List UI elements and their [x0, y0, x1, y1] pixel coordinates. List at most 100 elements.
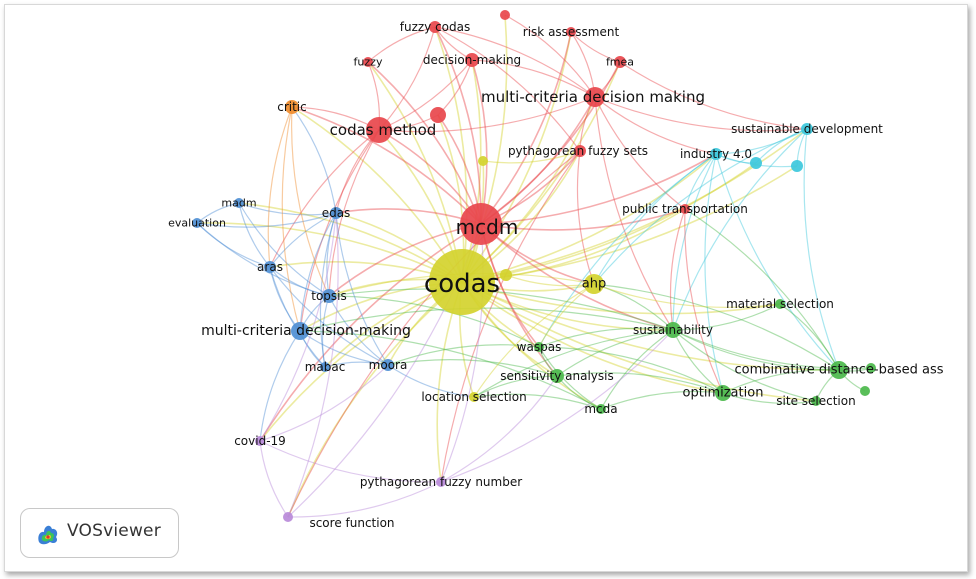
node-yellow-unlabeled-1[interactable]	[478, 156, 488, 166]
label-codas-method[interactable]: codas method	[330, 121, 437, 139]
node-aras[interactable]	[264, 261, 276, 273]
node-mcda[interactable]	[596, 404, 606, 414]
node-material-selection[interactable]	[775, 299, 785, 309]
link-mcdm-to-fmea	[480, 61, 621, 225]
node-waspas[interactable]	[534, 342, 544, 352]
bibliometric-network-map[interactable]: codas mcdm codas method multi-criteria deci…	[5, 5, 967, 571]
node-evaluation[interactable]	[192, 218, 202, 228]
node-codas-method[interactable]	[366, 117, 392, 143]
link-multi-criteria-decision-making-red-to-fuzzy-codas	[434, 26, 596, 98]
label-pythagorean-fuzzy-number[interactable]: pythagorean fuzzy number	[360, 475, 522, 489]
node-industry-4-0[interactable]	[710, 148, 722, 160]
label-moora[interactable]: moora	[369, 358, 408, 372]
label-decision-making[interactable]: decision-making	[423, 53, 521, 67]
node-green-unlabeled-2[interactable]	[860, 386, 870, 396]
link-combinative-distance-to-optimization	[722, 369, 840, 394]
label-pythagorean-fuzzy-sets[interactable]: pythagorean fuzzy sets	[508, 144, 648, 158]
label-topsis[interactable]: topsis	[311, 289, 347, 303]
label-material-selection[interactable]: material selection	[726, 297, 834, 311]
node-pythagorean-fuzzy-number[interactable]	[436, 477, 446, 487]
label-fuzzy[interactable]: fuzzy	[354, 56, 383, 69]
link-codas-to-fuzzy	[367, 61, 463, 283]
link-ahp-to-material-selection	[593, 283, 781, 308]
node-red-unlabeled-1[interactable]	[500, 10, 510, 20]
node-topsis[interactable]	[322, 289, 336, 303]
node-site-selection[interactable]	[811, 396, 821, 406]
node-cyan-unlabeled-1[interactable]	[750, 157, 762, 169]
label-madm[interactable]: madm	[221, 197, 256, 210]
link-sustainable-development-to-combinative-distance	[803, 128, 840, 371]
link-codas-to-evaluation	[196, 222, 463, 283]
label-optimization[interactable]: optimization	[683, 386, 764, 401]
label-sustainability[interactable]: sustainability	[633, 323, 713, 337]
label-combinative-distance[interactable]: combinative distance-based ass	[734, 363, 943, 378]
label-mabac[interactable]: mabac	[305, 360, 346, 374]
label-fuzzy-codas[interactable]: fuzzy codas	[400, 20, 471, 34]
link-ahp-to-location-selection	[473, 283, 595, 398]
label-site-selection[interactable]: site selection	[776, 394, 855, 408]
node-pythagorean-fuzzy-sets[interactable]	[574, 145, 586, 157]
node-cyan-unlabeled-2[interactable]	[791, 160, 803, 172]
link-evaluation-to-aras	[196, 222, 271, 268]
label-multi-criteria-decision-making-blue[interactable]: multi-criteria decision-making	[201, 323, 411, 339]
node-sustainability[interactable]	[665, 322, 681, 338]
node-sustainable-development[interactable]	[801, 123, 813, 135]
label-mcdm[interactable]: mcdm	[456, 215, 519, 239]
node-fuzzy-codas[interactable]	[429, 21, 441, 33]
link-pythagorean-fuzzy-number-to-sensitivity-analysis	[440, 375, 558, 483]
link-multi-criteria-decision-making-red-to-public-transportation	[594, 96, 686, 210]
node-optimization[interactable]	[715, 385, 731, 401]
node-public-transportation[interactable]	[680, 204, 690, 214]
node-covid-19[interactable]	[255, 436, 265, 446]
label-fmea[interactable]: fmea	[606, 56, 634, 69]
node-mabac[interactable]	[320, 362, 330, 372]
node-madm[interactable]	[234, 198, 244, 208]
label-score-function[interactable]: score function	[309, 516, 394, 530]
label-ahp[interactable]: ahp	[582, 277, 606, 292]
label-industry-4-0[interactable]: industry 4.0	[680, 147, 752, 161]
node-codas[interactable]	[429, 249, 495, 315]
node-fuzzy[interactable]	[363, 57, 373, 67]
node-decision-making[interactable]	[465, 53, 479, 67]
node-sensitivity-analysis[interactable]	[550, 369, 564, 383]
label-sensitivity-analysis[interactable]: sensitivity analysis	[500, 369, 614, 383]
node-fmea[interactable]	[614, 56, 626, 68]
link-sustainable-development-to-sustainability	[672, 128, 808, 331]
link-multi-criteria-decision-making-red-to-industry-4-0	[594, 96, 717, 155]
label-edas[interactable]: edas	[322, 206, 351, 220]
node-green-unlabeled-1[interactable]	[866, 363, 876, 373]
node-combinative-distance[interactable]	[830, 361, 848, 379]
link-codas-method-to-multi-criteria-decision-making-red	[378, 96, 596, 133]
node-critic[interactable]	[285, 100, 299, 114]
link-pythagorean-fuzzy-sets-to-score-function	[287, 150, 581, 518]
label-location-selection[interactable]: location selection	[421, 390, 526, 404]
link-sustainability-to-combinative-distance	[672, 329, 840, 371]
network-canvas[interactable]: codas mcdm codas method multi-criteria deci…	[4, 4, 968, 572]
label-mcda[interactable]: mcda	[584, 402, 617, 416]
node-risk-assessment[interactable]	[566, 27, 576, 37]
node-ahp[interactable]	[584, 274, 604, 294]
label-codas[interactable]: codas	[424, 269, 500, 299]
node-location-selection[interactable]	[469, 392, 479, 402]
node-moora[interactable]	[382, 359, 394, 371]
node-mcdm[interactable]	[460, 203, 502, 245]
label-risk-assessment[interactable]: risk assessment	[523, 25, 620, 39]
label-aras[interactable]: aras	[257, 260, 283, 274]
label-critic[interactable]: critic	[277, 100, 307, 114]
link-edas-to-topsis	[326, 212, 337, 297]
label-evaluation[interactable]: evaluation	[168, 217, 226, 230]
link-edas-to-moora	[335, 212, 389, 366]
node-red-unlabeled-2[interactable]	[430, 107, 446, 123]
node-yellow-unlabeled-2[interactable]	[500, 269, 512, 281]
link-combinative-distance-to-ahp	[593, 283, 840, 371]
label-sustainable-development[interactable]: sustainable development	[731, 122, 883, 136]
node-edas[interactable]	[330, 207, 342, 219]
link-red-unlabeled-2-to-decision-making	[437, 59, 473, 116]
label-waspas[interactable]: waspas	[517, 340, 562, 354]
node-multi-criteria-decision-making-red[interactable]	[585, 87, 605, 107]
label-public-transportation[interactable]: public transportation	[622, 202, 748, 216]
node-score-function[interactable]	[283, 512, 293, 522]
label-multi-criteria-decision-making-red[interactable]: multi-criteria decision making	[481, 88, 705, 106]
node-multi-criteria-decision-making-blue[interactable]	[291, 322, 309, 340]
label-covid-19[interactable]: covid-19	[234, 434, 286, 448]
